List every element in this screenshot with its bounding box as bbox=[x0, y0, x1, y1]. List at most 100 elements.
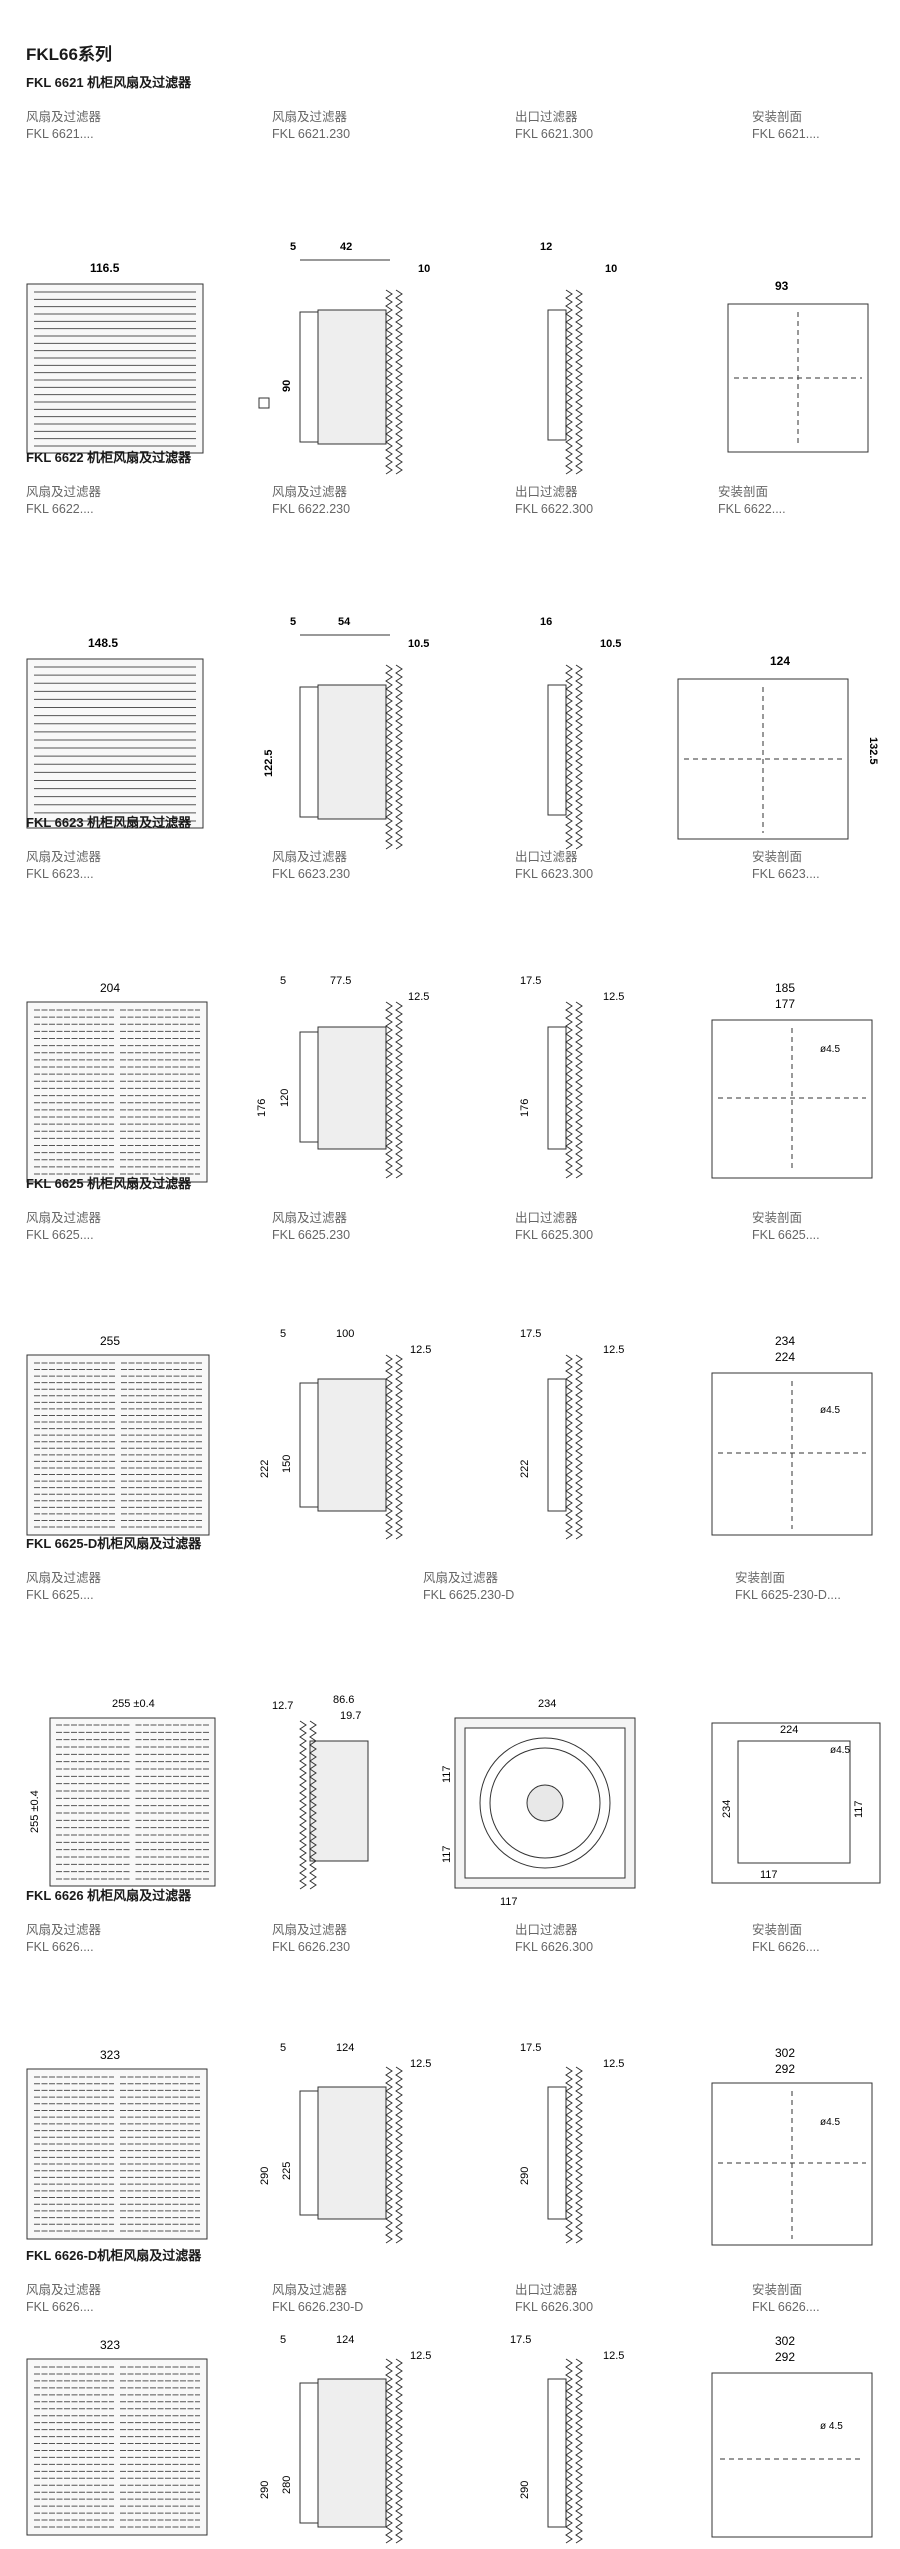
svg-text:10: 10 bbox=[418, 263, 430, 275]
svg-text:302: 302 bbox=[775, 2334, 795, 2348]
svg-text:150: 150 bbox=[281, 1455, 293, 1473]
svg-text:280: 280 bbox=[281, 2476, 293, 2494]
svg-text:255: 255 bbox=[100, 1334, 120, 1348]
side-view: 5 77.5 12.5 176 120 bbox=[256, 975, 429, 1179]
svg-text:117: 117 bbox=[441, 1765, 453, 1783]
cooling-fins bbox=[565, 289, 583, 475]
svg-text:100: 100 bbox=[336, 1328, 354, 1340]
svg-text:42: 42 bbox=[340, 241, 352, 253]
drawings: 204 5 77.5 12.5 176 120 17.5 12.5 176 18… bbox=[26, 975, 873, 1183]
svg-text:222: 222 bbox=[519, 1460, 531, 1478]
front-view: 116.5 bbox=[26, 261, 204, 454]
outlet-view: 17.5 12.5 222 bbox=[519, 1328, 624, 1540]
svg-text:290: 290 bbox=[259, 2481, 271, 2499]
svg-text:117: 117 bbox=[441, 1845, 453, 1863]
svg-text:302: 302 bbox=[775, 2046, 795, 2060]
drawings: 148.5 5 54 10.5 122.5 16 10.5 124 132.5 bbox=[26, 616, 879, 850]
svg-text:255 ±0.4: 255 ±0.4 bbox=[112, 1698, 155, 1710]
drawings: 255 5 100 12.5 222 150 17.5 12.5 222 234… bbox=[26, 1328, 873, 1540]
front-view: 255 bbox=[26, 1334, 210, 1536]
svg-text:17.5: 17.5 bbox=[510, 2334, 531, 2346]
svg-text:17.5: 17.5 bbox=[520, 975, 541, 987]
louver-lines bbox=[34, 1009, 200, 1175]
svg-text:292: 292 bbox=[775, 2350, 795, 2364]
svg-text:17.5: 17.5 bbox=[520, 1328, 541, 1340]
svg-text:234: 234 bbox=[538, 1698, 556, 1710]
front-view: 204 bbox=[26, 981, 208, 1183]
svg-text:12.5: 12.5 bbox=[603, 2058, 624, 2070]
svg-text:290: 290 bbox=[519, 2481, 531, 2499]
svg-text:117: 117 bbox=[853, 1800, 865, 1818]
louver-lines bbox=[34, 291, 196, 447]
side-view: 5 124 12.5 290 280 bbox=[259, 2334, 431, 2544]
svg-text:132.5: 132.5 bbox=[867, 737, 879, 765]
svg-text:290: 290 bbox=[259, 2167, 271, 2185]
cooling-fins bbox=[385, 664, 403, 850]
cooling-fins bbox=[565, 2066, 583, 2244]
svg-text:176: 176 bbox=[519, 1099, 531, 1117]
svg-text:124: 124 bbox=[336, 2042, 354, 2054]
svg-text:323: 323 bbox=[100, 2048, 120, 2062]
svg-text:ø4.5: ø4.5 bbox=[820, 2117, 840, 2128]
svg-text:12.5: 12.5 bbox=[410, 2058, 431, 2070]
drawings: 255 ±0.4 255 ±0.4 12.7 86.6 19.7 234 117… bbox=[29, 1694, 881, 1908]
section-title: FKL 6626-D机柜风扇及过滤器 bbox=[26, 2248, 202, 2263]
side-view: 5 54 10.5 122.5 bbox=[263, 616, 429, 850]
cutout-view: 93 bbox=[727, 279, 869, 453]
cooling-fins bbox=[565, 1001, 583, 1179]
cutout-view: 124 132.5 bbox=[677, 654, 879, 840]
svg-text:292: 292 bbox=[775, 2062, 795, 2076]
svg-text:77.5: 77.5 bbox=[330, 975, 351, 987]
svg-text:224: 224 bbox=[775, 1350, 795, 1364]
cutout-view: 302 292 ø4.5 bbox=[711, 2046, 873, 2246]
svg-text:5: 5 bbox=[280, 2042, 286, 2054]
svg-text:12: 12 bbox=[540, 241, 552, 253]
svg-text:224: 224 bbox=[780, 1724, 798, 1736]
section-title: FKL 6625 机柜风扇及过滤器 bbox=[26, 1176, 192, 1191]
front-view: 148.5 bbox=[26, 636, 204, 829]
svg-text:176: 176 bbox=[256, 1099, 268, 1117]
svg-text:16: 16 bbox=[540, 616, 552, 628]
svg-text:204: 204 bbox=[100, 981, 120, 995]
section-title: FKL 6625-D机柜风扇及过滤器 bbox=[26, 1536, 202, 1551]
svg-text:17.5: 17.5 bbox=[520, 2042, 541, 2054]
svg-text:12.5: 12.5 bbox=[408, 991, 429, 1003]
louver-lines bbox=[34, 1362, 202, 1528]
cooling-fins bbox=[385, 2358, 403, 2544]
cooling-fins bbox=[385, 1001, 403, 1179]
svg-text:234: 234 bbox=[775, 1334, 795, 1348]
side-view: 5 42 10 90 bbox=[258, 241, 430, 475]
louver-lines bbox=[34, 2366, 200, 2528]
svg-text:ø 4.5: ø 4.5 bbox=[820, 2421, 843, 2432]
cooling-fins bbox=[565, 1354, 583, 1540]
side-view: 12.7 86.6 19.7 bbox=[272, 1694, 369, 1890]
louver-lines bbox=[56, 1724, 209, 1880]
outlet-view: 12 10 bbox=[540, 241, 617, 475]
drawings: 323 5 124 12.5 290 280 17.5 12.5 290 302… bbox=[26, 2334, 873, 2544]
cooling-fins bbox=[385, 289, 403, 475]
svg-text:54: 54 bbox=[338, 616, 351, 628]
svg-text:12.5: 12.5 bbox=[603, 991, 624, 1003]
outlet-view: 16 10.5 bbox=[540, 616, 621, 850]
cutout-view: 185 177 ø4.5 bbox=[711, 981, 873, 1179]
svg-text:12.5: 12.5 bbox=[603, 1344, 624, 1356]
svg-text:12.7: 12.7 bbox=[272, 1700, 293, 1712]
outlet-view: 17.5 12.5 176 bbox=[519, 975, 624, 1179]
